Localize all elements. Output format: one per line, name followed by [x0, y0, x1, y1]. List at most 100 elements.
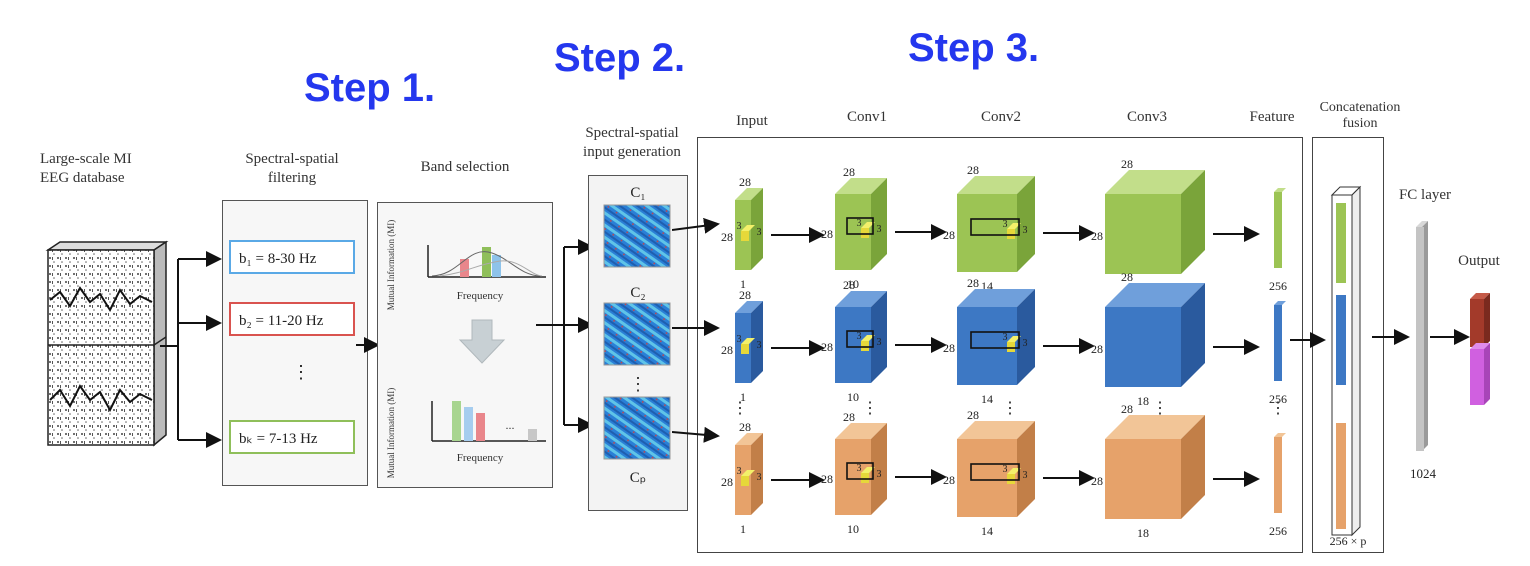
cube-top — [1105, 283, 1205, 307]
channels-ellipsis: ⋮ — [629, 374, 647, 394]
mi-bar-bottom-3 — [476, 413, 485, 441]
dim-label-top: 28 — [739, 288, 751, 302]
filtering-to-selection-arrow — [356, 337, 380, 353]
receptive-field-box — [970, 463, 1020, 481]
band-selection-charts: Mutual Information (MI) Frequency Mutual… — [386, 220, 546, 478]
kernel-label: 3 — [857, 218, 862, 229]
dim-label-left: 28 — [821, 472, 833, 486]
fc-bar — [1416, 227, 1424, 451]
feature-top — [1274, 301, 1286, 305]
kernel-top — [741, 225, 755, 231]
fc-label: FC layer — [1398, 187, 1452, 203]
kernel-label: 3 — [1023, 225, 1028, 236]
feature-bar — [1274, 305, 1282, 381]
kernel-label: 3 — [737, 221, 742, 232]
dim-label-top: 28 — [739, 420, 751, 434]
kernel-label: 3 — [737, 466, 742, 477]
mi-bar-top-1 — [460, 259, 469, 277]
mi-bar-bottom-k — [528, 429, 537, 441]
dim-label-left: 28 — [943, 341, 955, 355]
database-label-line1: Large-scale MI — [40, 151, 132, 167]
cube-side — [1181, 170, 1205, 274]
fusion-size: 256 × p — [1330, 534, 1367, 548]
dim-label-top: 28 — [1121, 270, 1133, 284]
channel-label-2: C₂ — [630, 285, 645, 301]
kernel-front — [861, 228, 869, 238]
kernel-label: 3 — [857, 463, 862, 474]
header-conv2: Conv2 — [980, 109, 1021, 125]
band-box-1: b₁ = 8-30 Hz — [229, 240, 355, 274]
cube-side — [1017, 176, 1035, 272]
kernel-label: 3 — [757, 472, 762, 483]
database-to-bands-arrows — [160, 251, 222, 448]
mi-ylabel-bottom: Mutual Information (MI) — [386, 388, 396, 478]
kernel-top — [741, 338, 755, 344]
input-generation-label-line1: Spectral-spatial — [585, 125, 679, 141]
kernel-top — [1007, 468, 1021, 474]
kernel-top — [861, 335, 875, 341]
step-1-title: Step 1. — [304, 66, 436, 110]
kernel-front — [861, 341, 869, 351]
kernel-front — [741, 476, 749, 486]
mi-bar-top-3 — [492, 255, 501, 277]
kernel-label: 3 — [1023, 338, 1028, 349]
dim-label-top: 28 — [843, 410, 855, 424]
kernel-front — [1007, 342, 1015, 352]
cube-side — [871, 178, 887, 270]
receptive-field-box — [970, 331, 1020, 349]
filtering-label: Spectral-spatial filtering — [222, 150, 362, 188]
mi-ylabel-top: Mutual Information (MI) — [386, 220, 396, 310]
fusion-bar: 256 × p — [1330, 185, 1367, 548]
dim-label-top: 28 — [843, 278, 855, 292]
kernel-front — [1007, 229, 1015, 239]
cube-front — [1105, 439, 1181, 519]
spectral-map-p — [603, 396, 671, 460]
mi-xlabel-top: Frequency — [457, 290, 504, 302]
cube-top — [735, 188, 763, 200]
cube-top — [735, 433, 763, 445]
kernel-label: 3 — [1003, 464, 1008, 475]
vertical-ellipsis: ⋮ — [1002, 400, 1018, 417]
database-label-line2: EEG database — [40, 170, 125, 186]
input-generation-maps: C₁ C₂ ⋮ Cₚ — [603, 185, 671, 486]
band-box-k: bₖ = 7-13 Hz — [229, 420, 355, 454]
dim-label-left: 28 — [721, 343, 733, 357]
dim-label-top: 28 — [1121, 402, 1133, 416]
cube-top — [835, 291, 887, 307]
dim-label-left: 28 — [943, 228, 955, 242]
mi-xlabel-bottom: Frequency — [457, 452, 504, 464]
cube-side — [871, 423, 887, 515]
dim-label-left: 28 — [1091, 474, 1103, 488]
vertical-ellipsis: ⋮ — [862, 400, 878, 417]
cube-side — [1181, 283, 1205, 387]
dim-label-left: 28 — [821, 340, 833, 354]
kernel-label: 3 — [1003, 219, 1008, 230]
cube-top — [957, 421, 1035, 439]
step-2-title: Step 2. — [554, 36, 686, 80]
spectral-map-2 — [603, 302, 671, 366]
feature-to-fusion-arrow — [1290, 332, 1326, 348]
dim-label-top: 28 — [1121, 157, 1133, 171]
kernel-top — [1007, 223, 1021, 229]
header-input: Input — [736, 113, 768, 129]
channel-label-p: Cₚ — [630, 470, 646, 486]
input-generation-label: Spectral-spatial input generation — [566, 124, 698, 162]
cube-side — [751, 188, 763, 270]
output-label: Output — [1458, 253, 1500, 269]
band-box-2: b₂ = 11-20 Hz — [229, 302, 355, 336]
fc-layer — [1372, 221, 1428, 451]
dim-label-left: 28 — [1091, 229, 1103, 243]
cube-top — [835, 423, 887, 439]
dim-label-left: 28 — [943, 473, 955, 487]
cube-side — [1181, 415, 1205, 519]
mi-bar-bottom-2 — [464, 407, 473, 441]
eeg-database-cube — [45, 240, 169, 447]
cube-side — [751, 433, 763, 515]
kernel-label: 3 — [757, 227, 762, 238]
depth-label: 14 — [981, 524, 993, 538]
output-class-1 — [1470, 299, 1484, 347]
mi-ellipsis: ... — [506, 418, 515, 432]
step-3-title: Step 3. — [908, 26, 1040, 70]
kernel-top — [861, 467, 875, 473]
kernel-top — [741, 470, 755, 476]
